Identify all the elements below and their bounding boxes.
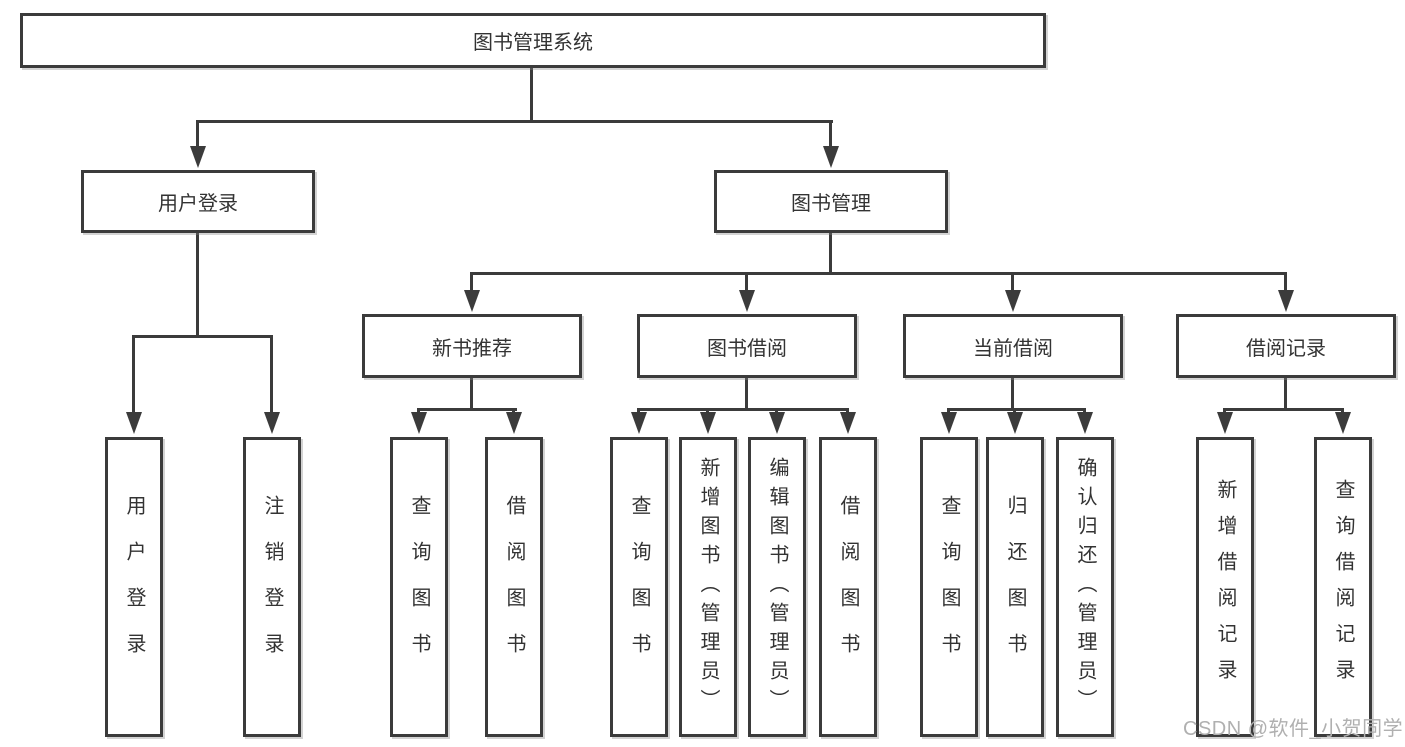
node-current-borrowing-label: 当前借阅	[973, 337, 1053, 360]
leaf-query-books-2: 查询图书	[610, 437, 668, 737]
connector-section-rail	[637, 408, 849, 411]
leaf-add-borrow-record-label: 新增借阅记录	[1214, 479, 1236, 695]
leaf-query-borrow-record: 查询借阅记录	[1314, 437, 1372, 737]
leaf-user-login: 用户登录	[105, 437, 163, 737]
arrow-down-icon	[1005, 290, 1021, 312]
connector-level1-rail	[196, 120, 833, 123]
leaf-query-books-3-label: 查询图书	[938, 495, 960, 679]
connector-level2-rail	[470, 272, 1287, 275]
leaf-return-books: 归还图书	[986, 437, 1044, 737]
connector-stem	[1011, 272, 1014, 292]
connector-section-rail	[1223, 408, 1344, 411]
arrow-down-icon	[631, 412, 647, 434]
leaf-query-books-1: 查询图书	[390, 437, 448, 737]
connector-section-rail	[947, 408, 1086, 411]
leaf-add-books-admin-label: 新增图书（管理员）	[697, 456, 719, 718]
leaf-add-borrow-record: 新增借阅记录	[1196, 437, 1254, 737]
arrow-down-icon	[264, 412, 280, 434]
connector-stem	[829, 120, 832, 148]
arrow-down-icon	[1335, 412, 1351, 434]
arrow-down-icon	[823, 146, 839, 168]
arrow-down-icon	[700, 412, 716, 434]
connector-section-stub	[745, 378, 748, 408]
arrow-down-icon	[190, 146, 206, 168]
leaf-borrow-books-1: 借阅图书	[485, 437, 543, 737]
node-book-management-label: 图书管理	[791, 193, 871, 215]
connector-stem	[270, 335, 273, 414]
connector-user-rail	[132, 335, 273, 338]
node-book-borrowing-label: 图书借阅	[707, 337, 787, 360]
leaf-borrow-books-1-label: 借阅图书	[503, 495, 525, 679]
connector-section-stub	[1011, 378, 1014, 408]
node-new-book-recommend-label: 新书推荐	[432, 337, 512, 360]
arrow-down-icon	[1278, 290, 1294, 312]
leaf-borrow-books-2-label: 借阅图书	[837, 495, 859, 679]
leaf-add-books-admin: 新增图书（管理员）	[679, 437, 737, 737]
node-book-management: 图书管理	[714, 170, 948, 233]
node-user-login: 用户登录	[81, 170, 315, 233]
connector-root-stub	[530, 68, 533, 120]
csdn-watermark: CSDN @软件_小贺同学	[1183, 718, 1404, 740]
node-root-label: 图书管理系统	[473, 32, 593, 54]
leaf-user-login-label: 用户登录	[123, 495, 145, 679]
leaf-query-borrow-record-label: 查询借阅记录	[1332, 479, 1354, 695]
leaf-edit-books-admin: 编辑图书（管理员）	[748, 437, 806, 737]
node-borrow-records-label: 借阅记录	[1246, 337, 1326, 360]
arrow-down-icon	[506, 412, 522, 434]
node-book-borrowing: 图书借阅	[637, 314, 857, 378]
arrow-down-icon	[1217, 412, 1233, 434]
connector-stem	[132, 335, 135, 414]
arrow-down-icon	[739, 290, 755, 312]
connector-section-rail	[417, 408, 517, 411]
node-borrow-records: 借阅记录	[1176, 314, 1396, 378]
connector-stem	[1284, 272, 1287, 292]
node-new-book-recommend: 新书推荐	[362, 314, 582, 378]
leaf-query-books-3: 查询图书	[920, 437, 978, 737]
leaf-query-books-2-label: 查询图书	[628, 495, 650, 679]
leaf-logout: 注销登录	[243, 437, 301, 737]
arrow-down-icon	[1077, 412, 1093, 434]
leaf-return-books-label: 归还图书	[1004, 495, 1026, 679]
leaf-edit-books-admin-label: 编辑图书（管理员）	[766, 456, 788, 718]
arrow-down-icon	[411, 412, 427, 434]
arrow-down-icon	[941, 412, 957, 434]
connector-book-stub	[829, 233, 832, 272]
connector-user-stub	[196, 233, 199, 335]
arrow-down-icon	[769, 412, 785, 434]
connector-stem	[196, 120, 199, 148]
connector-stem	[470, 272, 473, 292]
node-root: 图书管理系统	[20, 13, 1046, 68]
leaf-query-books-1-label: 查询图书	[408, 495, 430, 679]
connector-stem	[745, 272, 748, 292]
leaf-confirm-return-admin-label: 确认归还（管理员）	[1074, 456, 1096, 718]
arrow-down-icon	[464, 290, 480, 312]
connector-section-stub	[470, 378, 473, 408]
leaf-logout-label: 注销登录	[261, 495, 283, 679]
arrow-down-icon	[1007, 412, 1023, 434]
node-user-login-label: 用户登录	[158, 193, 238, 215]
leaf-borrow-books-2: 借阅图书	[819, 437, 877, 737]
leaf-confirm-return-admin: 确认归还（管理员）	[1056, 437, 1114, 737]
connector-section-stub	[1284, 378, 1287, 408]
node-current-borrowing: 当前借阅	[903, 314, 1123, 378]
arrow-down-icon	[840, 412, 856, 434]
arrow-down-icon	[126, 412, 142, 434]
